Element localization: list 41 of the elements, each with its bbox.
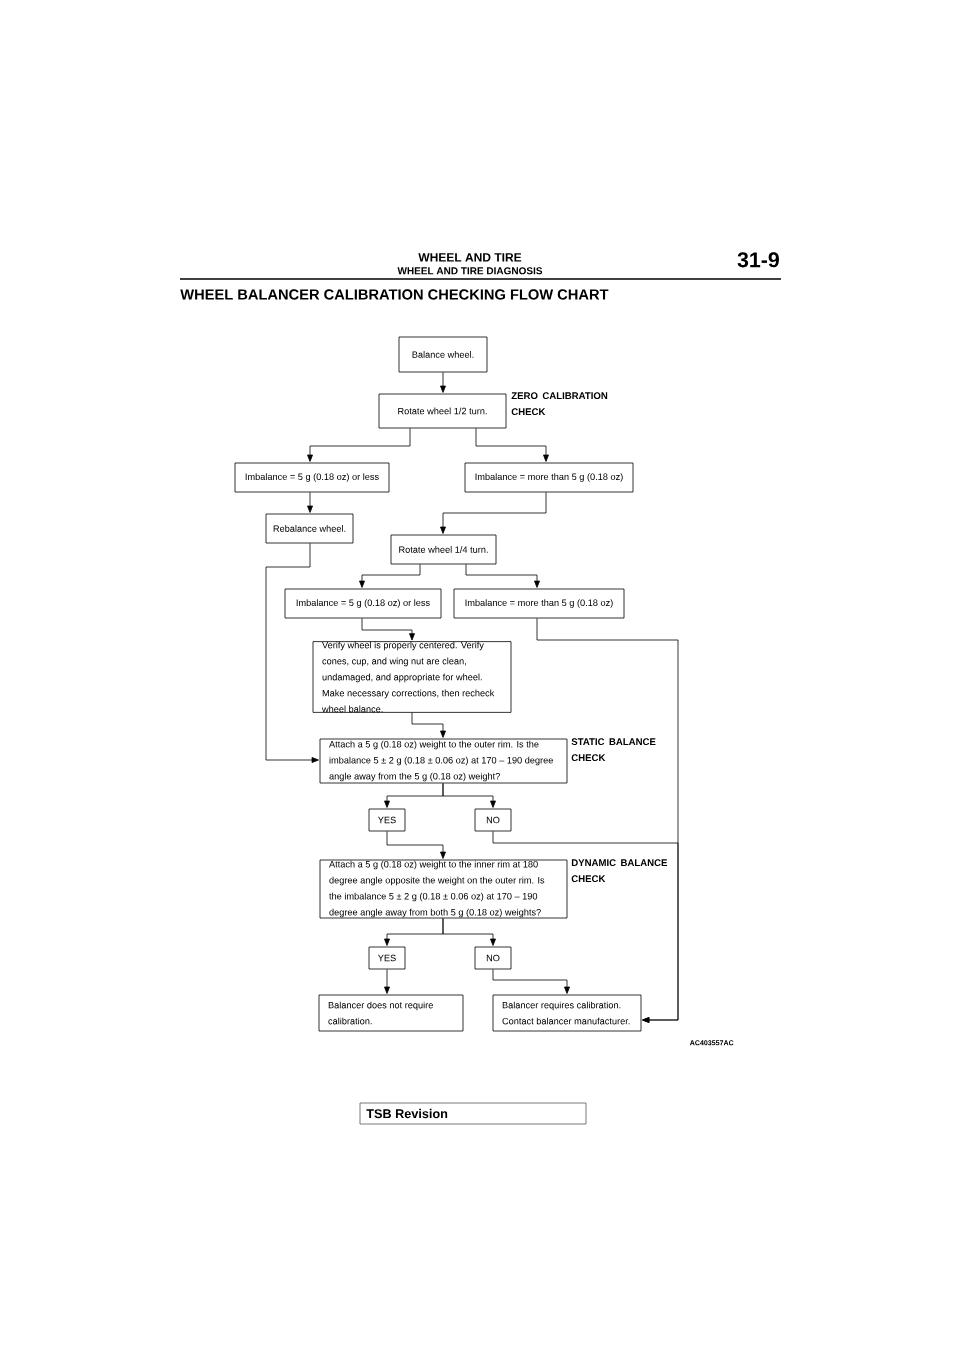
arrow — [359, 564, 421, 588]
section-label: DYNAMIC BALANCE CHECK — [571, 859, 668, 883]
process-box: Rebalance wheel. — [265, 513, 354, 544]
arrow — [440, 492, 547, 534]
revision-box: TSB Revision — [359, 1102, 587, 1125]
arrow — [307, 428, 411, 462]
arrow — [475, 428, 549, 462]
arrow — [386, 831, 446, 859]
process-box: Attach a 5 g (0.18 oz) weight to the inner rim at 180 degree angle opposite the weight on the outer rim. Is the imbalance 5 ± 2 g (0.18 ± 0.06 oz) at 170 – 190 degree angle away from both 5 g (0.18 oz) weights? — [319, 859, 568, 919]
process-box: YES — [368, 946, 406, 970]
process-box: NO — [474, 946, 512, 970]
arrow — [492, 969, 570, 994]
process-box: Balancer requires calibration. Contact balancer manufacturer. — [492, 994, 642, 1032]
process-box: Attach a 5 g (0.18 oz) weight to the outer rim. Is the imbalance 5 ± 2 g (0.18 ± 0.06 oz) at 170 – 190 degree angle away from the 5 g (0.18 oz) weight? — [319, 738, 568, 784]
arrow — [384, 969, 390, 994]
arrow — [442, 783, 496, 808]
process-box: Verify wheel is properly centered. Verify cones, cup, and wing nut are clean, undamaged, and appropriate for wheel. Make necessary corrections, then recheck wheel balance. — [312, 641, 512, 713]
process-box: Rotate wheel 1/4 turn. — [390, 534, 497, 565]
arrow — [265, 543, 319, 763]
header-title: WHEEL AND TIRE — [418, 253, 522, 262]
process-box: Balance wheel. — [398, 336, 488, 373]
process-box: YES — [368, 808, 406, 832]
arrow — [411, 712, 446, 738]
page-title: WHEEL BALANCER CALIBRATION CHECKING FLOW CHART — [180, 289, 609, 300]
process-box: Imbalance = 5 g (0.18 oz) or less — [284, 588, 442, 619]
section-label: ZERO CALIBRATION CHECK — [511, 392, 608, 416]
arrow — [307, 492, 313, 513]
page-number: 31-9 — [737, 252, 779, 268]
process-box: Imbalance = more than 5 g (0.18 oz) — [464, 462, 634, 493]
arrow — [440, 372, 446, 393]
arrow — [465, 564, 540, 588]
section-label: STATIC BALANCE CHECK — [571, 738, 656, 762]
process-box: Rotate wheel 1/2 turn. — [378, 393, 507, 429]
arrow — [361, 618, 415, 641]
arrow — [492, 831, 679, 1023]
process-box: NO — [474, 808, 512, 832]
process-box: Balancer does not require calibration. — [318, 994, 464, 1032]
header-subtitle: WHEEL AND TIRE DIAGNOSIS — [397, 267, 543, 275]
arrow — [442, 918, 496, 946]
process-box: Imbalance = more than 5 g (0.18 oz) — [453, 588, 625, 619]
process-box: Imbalance = 5 g (0.18 oz) or less — [234, 462, 390, 493]
